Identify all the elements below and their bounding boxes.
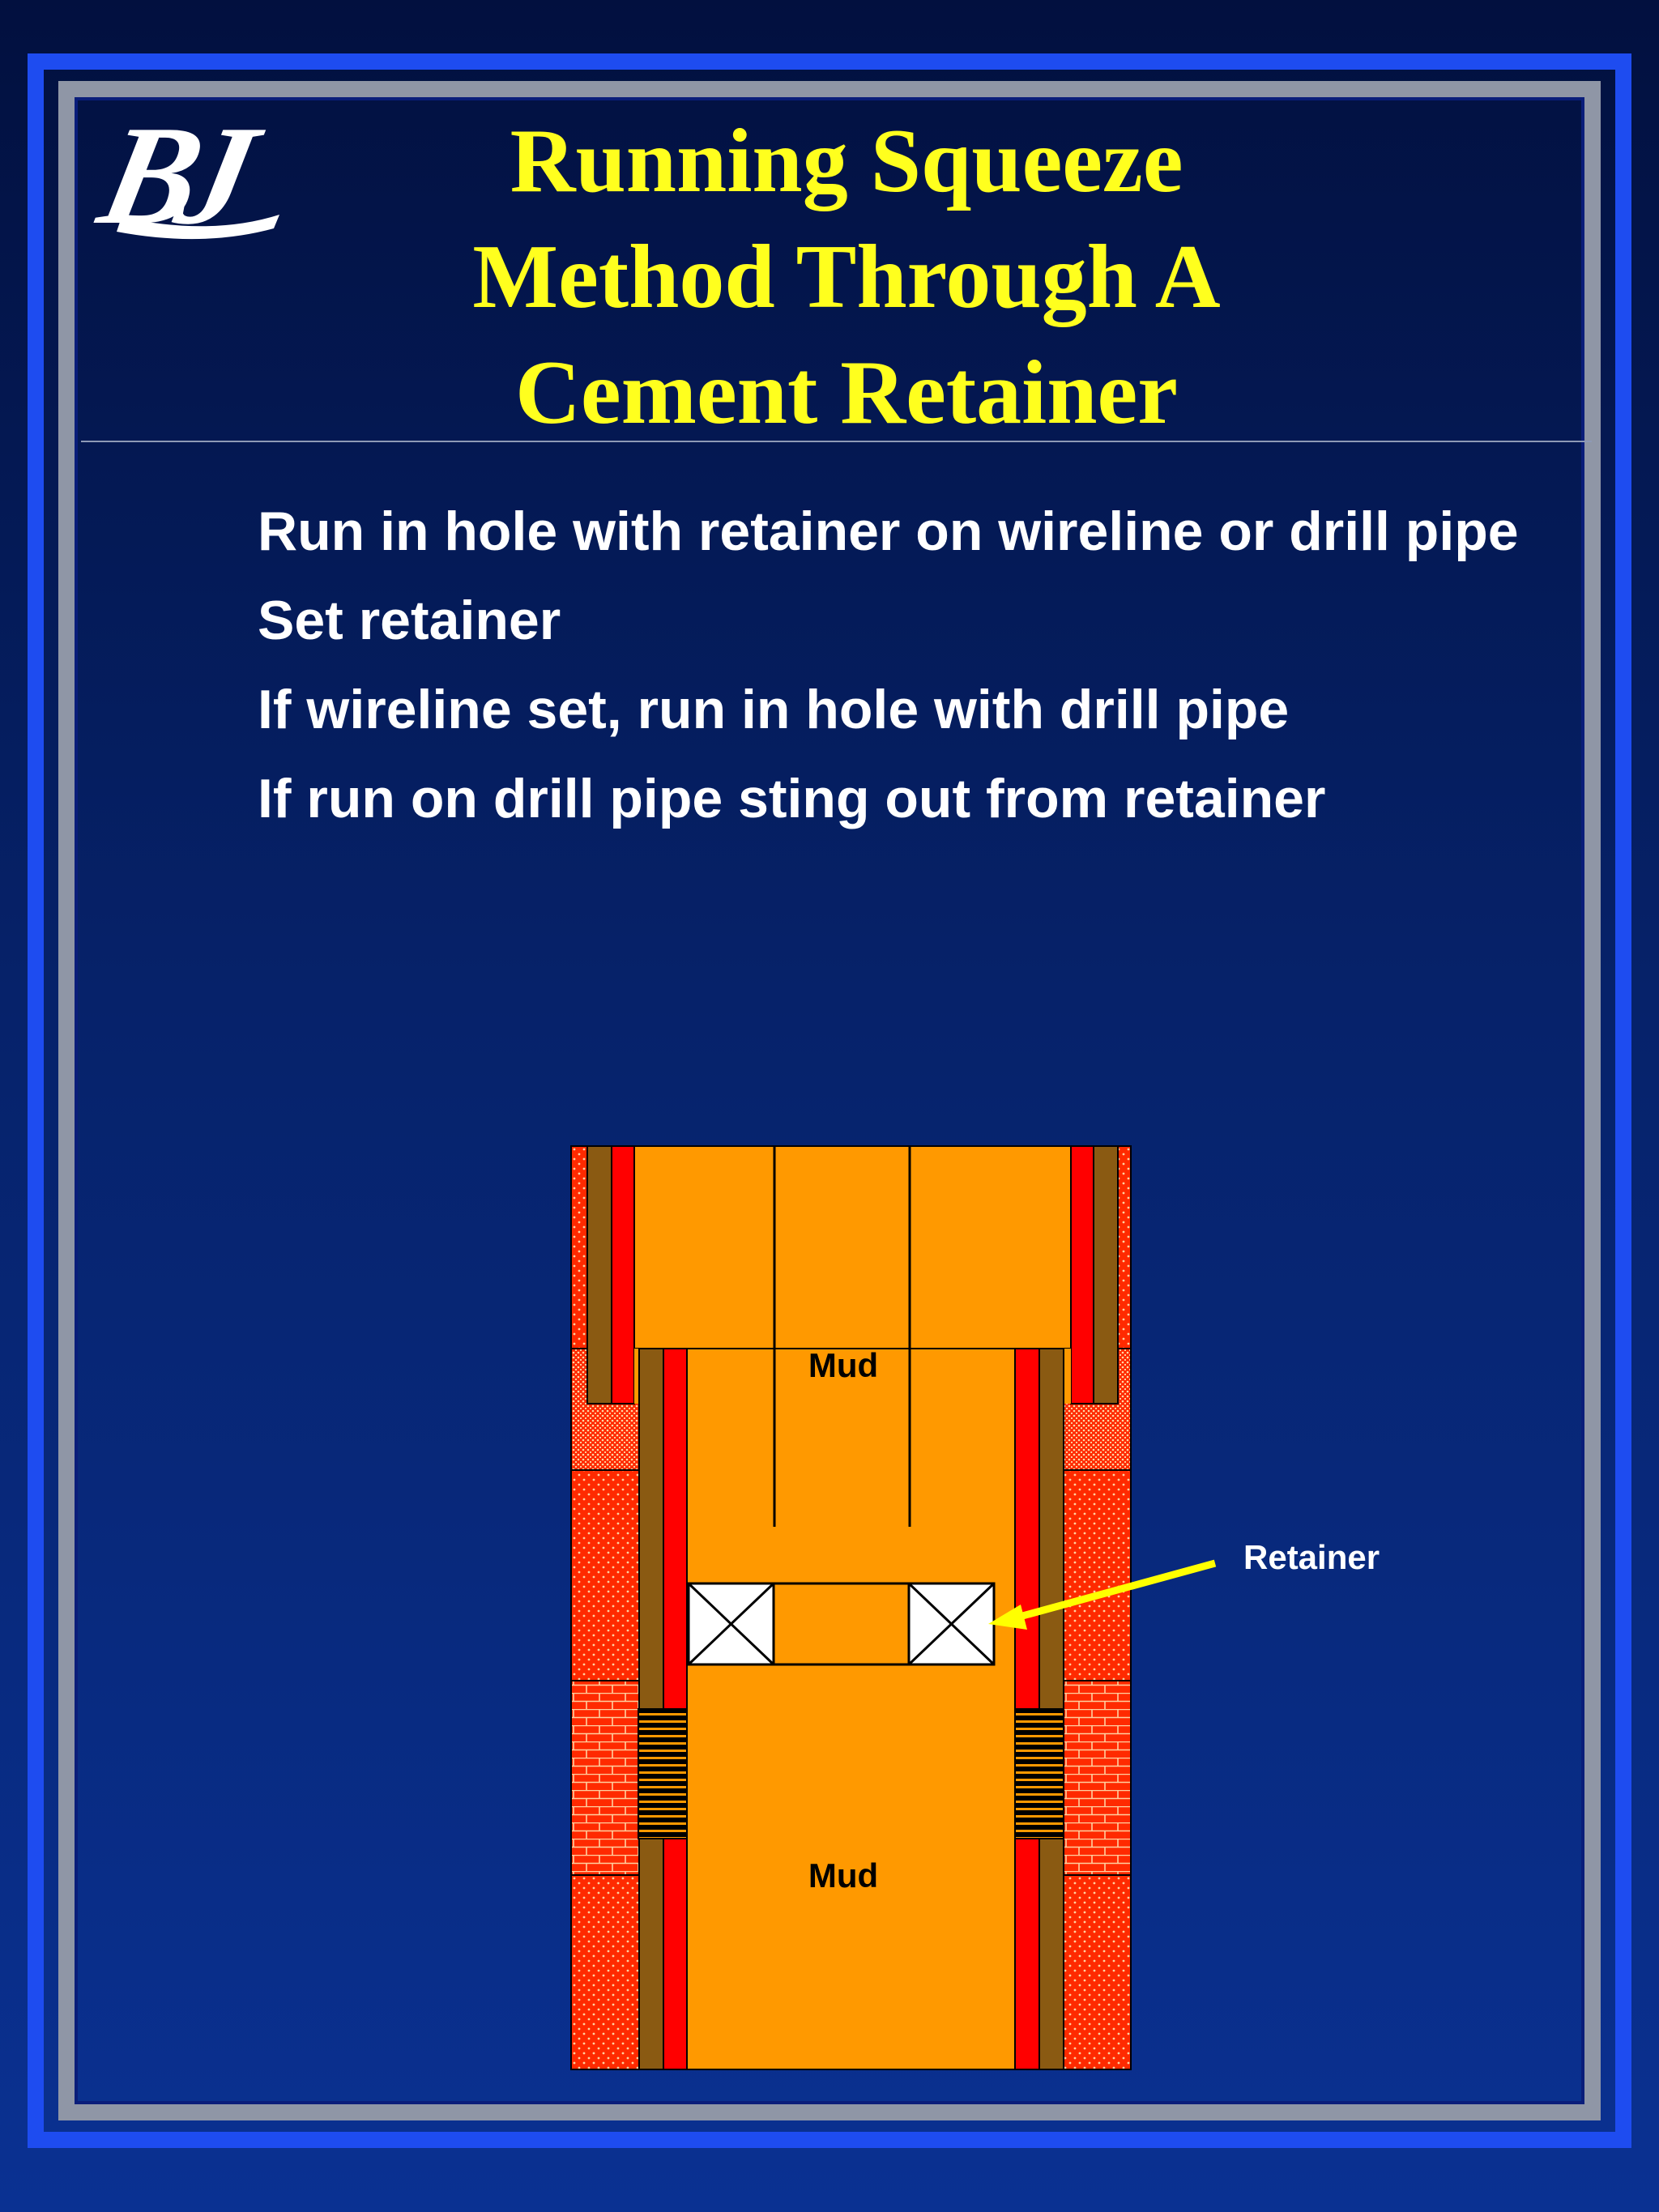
outer-frame: [28, 53, 1631, 2148]
retainer-arrow: [1015, 1559, 1217, 1622]
title-divider: [81, 441, 1592, 442]
bullet-item: If run on drill pipe sting out from reta…: [258, 768, 1326, 829]
retainer-label: Retainer: [1243, 1538, 1380, 1576]
title-line: Cement Retainer: [515, 343, 1178, 443]
mud-label-upper: Mud: [808, 1346, 878, 1384]
mud-lower-bore: [686, 1348, 1016, 2070]
perforations-left: [638, 1708, 688, 1839]
bullet-item: If wireline set, run in hole with drill …: [258, 679, 1290, 740]
title-line: Running Squeeze: [510, 111, 1183, 211]
mud-upper-bore: [633, 1145, 1072, 1349]
perforations-right: [1014, 1708, 1064, 1839]
cement-outer-right: [1070, 1145, 1094, 1404]
casing-outer-left: [586, 1145, 612, 1404]
wellbore-diagram: Mud Mud Retainer: [570, 1145, 1380, 2070]
mud-label-lower: Mud: [808, 1856, 878, 1894]
title-line: Method Through A: [472, 227, 1221, 327]
casing-outer-right: [1093, 1145, 1119, 1404]
slide-title: Running Squeeze Method Through A Cement …: [340, 104, 1353, 451]
cement-outer-left: [611, 1145, 635, 1404]
bullet-list: Run in hole with retainer on wireline or…: [258, 494, 1521, 850]
formation-left-lower: [570, 1874, 640, 2070]
middle-frame: [58, 81, 1601, 2120]
inner-frame: [75, 97, 1584, 2104]
formation-left-brick: [570, 1680, 640, 1876]
retainer-arrow-head: [988, 1605, 1027, 1630]
retainer-tool: [687, 1582, 996, 1666]
bullet-item: Set retainer: [258, 590, 561, 651]
bullet-item: Run in hole with retainer on wireline or…: [258, 501, 1519, 562]
formation-left-middle: [570, 1469, 640, 1681]
bj-logo: BJ: [89, 97, 279, 254]
